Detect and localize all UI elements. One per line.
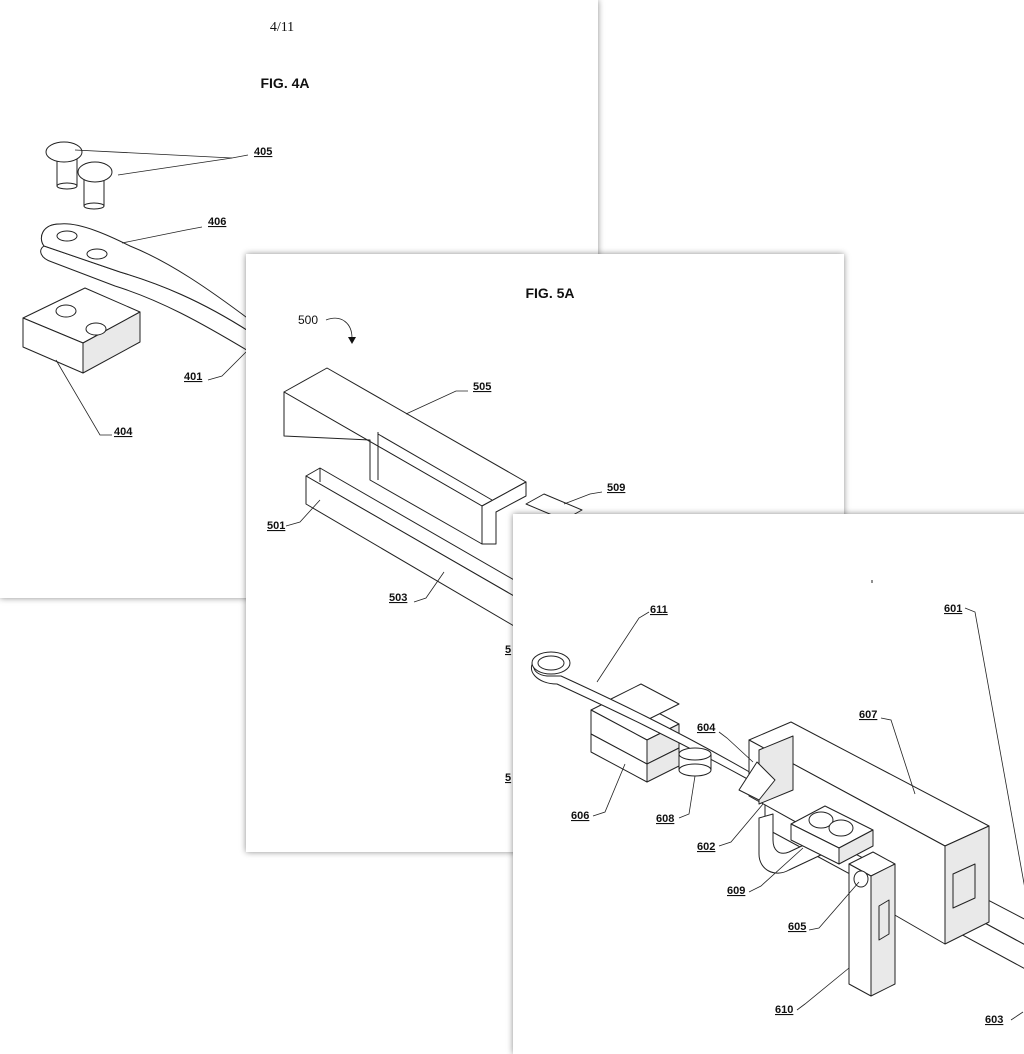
leader-602 <box>718 803 764 847</box>
ref-601: 601 <box>944 603 962 615</box>
ref-501: 501 <box>267 520 285 532</box>
ref-509: 509 <box>607 482 625 494</box>
leader-405-b <box>117 157 233 176</box>
ref-606: 606 <box>571 810 589 822</box>
leader-610 <box>796 967 850 1011</box>
ref-505: 505 <box>473 381 491 393</box>
ref-602: 602 <box>697 841 715 853</box>
rail-501 <box>305 467 529 627</box>
leader-604 <box>718 731 754 763</box>
ref-405: 405 <box>254 146 272 158</box>
block-404 <box>22 287 141 374</box>
ref-404: 404 <box>114 426 133 438</box>
page-number: 4/11 <box>270 20 294 35</box>
ref-603: 603 <box>985 1014 1003 1026</box>
leader-509 <box>563 491 603 505</box>
leader-606 <box>592 763 626 817</box>
drawing-sheet-fig-6: 611 608 606 607 604 602 <box>513 514 1024 1054</box>
ref-610: 610 <box>775 1004 793 1016</box>
rivet-pin-405-a <box>45 141 83 190</box>
arrow-500 <box>325 317 353 339</box>
ref-604: 604 <box>697 722 716 734</box>
leader-605 <box>808 881 860 931</box>
ref-5-partial-a: 5 <box>505 644 511 656</box>
ref-503: 503 <box>389 592 407 604</box>
rivet-block <box>790 805 874 865</box>
ref-5-partial-b: 5 <box>505 772 511 784</box>
leader-609 <box>748 847 804 893</box>
leader-401 <box>207 351 247 381</box>
ref-605: 605 <box>788 921 806 933</box>
figure-title-5a: FIG. 5A <box>525 285 574 301</box>
ref-406: 406 <box>208 216 226 228</box>
fig-4a-drawing: 4/11 FIG. 4A 405 406 401 <box>22 20 310 438</box>
leader-503 <box>413 571 445 603</box>
clevis-610 <box>848 851 896 997</box>
ref-500: 500 <box>298 313 318 327</box>
bushing-608 <box>678 747 712 777</box>
leader-607 <box>880 717 916 795</box>
leader-603 <box>1010 1011 1024 1021</box>
ref-608: 608 <box>656 813 674 825</box>
leader-404 <box>55 359 112 436</box>
leader-501 <box>285 499 321 527</box>
leader-608 <box>678 775 696 819</box>
ref-401: 401 <box>184 371 202 383</box>
wedge-604 <box>738 761 776 801</box>
leader-505 <box>405 390 468 415</box>
fig-5a-drawing: FIG. 5A 500 505 501 503 509 5 <box>267 285 625 784</box>
leader-601 <box>964 607 1024 886</box>
rivet-pin-405-b <box>77 161 113 210</box>
arrow-500-head <box>348 337 356 344</box>
figure-title-4a: FIG. 4A <box>260 75 309 91</box>
leader-405-a <box>74 149 249 159</box>
ref-609: 609 <box>727 885 745 897</box>
leader-406 <box>121 226 203 244</box>
leader-611 <box>596 611 650 683</box>
fig-6-drawing: 611 608 606 607 604 602 <box>530 580 1024 1026</box>
housing-505 <box>283 367 527 545</box>
ref-611: 611 <box>650 604 668 616</box>
ref-607: 607 <box>859 709 877 721</box>
